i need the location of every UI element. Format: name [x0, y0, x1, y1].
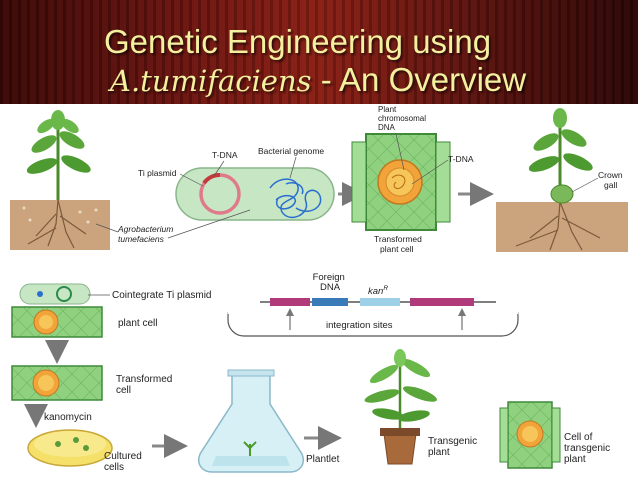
- cointegrate-bacterium: [19, 283, 91, 305]
- label-tpc-l2: plant cell: [380, 244, 414, 254]
- roots-right: [515, 201, 601, 251]
- label-pcd-l2: chromosomal: [378, 114, 426, 123]
- label-tp-l2: plant: [428, 447, 450, 458]
- bacterial-genome-shape: [269, 178, 322, 219]
- label-kan-r: kanR: [368, 285, 388, 297]
- plant-cell-bottom-1: [11, 306, 103, 338]
- label-transgenic-plant: Transgenic plant: [428, 436, 480, 458]
- bacterium: [175, 167, 335, 221]
- label-cultured-cells: Cultured cells: [104, 451, 145, 473]
- label-cotp-l3: plant: [564, 454, 586, 465]
- construct-map: [227, 292, 519, 337]
- label-crown-gall-l2: gall: [604, 180, 617, 190]
- kan-r-segment: [360, 298, 400, 306]
- label-kan: kan: [368, 286, 383, 297]
- label-bacterial-genome: Bacterial genome: [258, 146, 324, 156]
- label-ti-plasmid: Ti plasmid: [138, 168, 177, 178]
- label-crown-gall: Crown gall: [598, 170, 625, 190]
- banner-texture: [0, 0, 638, 104]
- cell-of-transgenic-plant: [499, 401, 561, 469]
- crown-gall-shape: [550, 184, 574, 204]
- label-cotp-l2: transgenic: [564, 443, 610, 454]
- label-t-dna-right: T-DNA: [448, 154, 474, 164]
- label-agrobacterium-l2: tumefaciens: [118, 234, 165, 244]
- plant-left: [26, 110, 91, 200]
- label-plant-cell: plant cell: [118, 318, 157, 329]
- transgenic-plant: [364, 349, 438, 465]
- title-line-1: Genetic Engineering using: [104, 23, 492, 60]
- label-tpc-l1: Transformed: [374, 234, 422, 244]
- label-foreign-dna: Foreign DNA: [313, 272, 348, 293]
- label-agrobacterium-l1: Agrobacterium: [117, 224, 173, 234]
- label-cc-l1: Cultured: [104, 451, 142, 462]
- culture-flask: [198, 369, 304, 473]
- label-tp-l1: Transgenic: [428, 436, 477, 447]
- label-integration-sites: integration sites: [326, 320, 393, 331]
- label-cotp-l1: Cell of: [564, 432, 593, 443]
- title-banner: Genetic Engineering using A.tumifaciens …: [0, 0, 638, 104]
- transformed-plant-cell: [351, 133, 451, 231]
- label-transformed-plant-cell: Transformed plant cell: [374, 234, 424, 254]
- label-kan-sup: R: [383, 285, 388, 292]
- label-cc-l2: cells: [104, 462, 124, 473]
- title-line-2: A.tumifaciens - An Overview: [110, 62, 526, 99]
- bacteria-dots: [22, 206, 98, 224]
- label-plantlet: Plantlet: [306, 454, 340, 465]
- petri-dish: [27, 429, 113, 467]
- overview-diagram: Ti plasmid T-DNA Bacterial genome Agroba…: [10, 105, 628, 473]
- label-transformed-cell: Transformed cell: [116, 374, 175, 396]
- label-pcd-l3: DNA: [378, 123, 396, 132]
- transformed-cell-bottom: [11, 365, 103, 401]
- plant-crown-gall: [528, 108, 593, 204]
- t-dna-segment: [202, 173, 221, 185]
- border-right-segment: [410, 298, 474, 306]
- label-crown-gall-l1: Crown: [598, 170, 623, 180]
- border-left-segment: [270, 298, 310, 306]
- label-cointegrate: Cointegrate Ti plasmid: [112, 290, 212, 301]
- label-agrobacterium: Agrobacterium tumefaciens: [117, 224, 176, 244]
- label-plant-chromosomal-dna: Plant chromosomal DNA: [378, 105, 428, 132]
- label-fd-l2: DNA: [320, 282, 341, 293]
- label-fd-l1: Foreign: [313, 272, 345, 283]
- label-t-dna: T-DNA: [212, 150, 238, 160]
- roots-left: [27, 199, 87, 249]
- soil-right: [496, 202, 628, 252]
- label-tc-l1: Transformed: [116, 374, 172, 385]
- label-kanomycin: kanomycin: [44, 412, 92, 423]
- label-pcd-l1: Plant: [378, 105, 397, 114]
- label-cell-of-transgenic-plant: Cell of transgenic plant: [564, 432, 613, 465]
- title-species: A.tumifaciens: [110, 64, 312, 98]
- foreign-dna-segment: [312, 298, 348, 306]
- title-rest: - An Overview: [311, 61, 527, 98]
- label-tc-l2: cell: [116, 385, 131, 396]
